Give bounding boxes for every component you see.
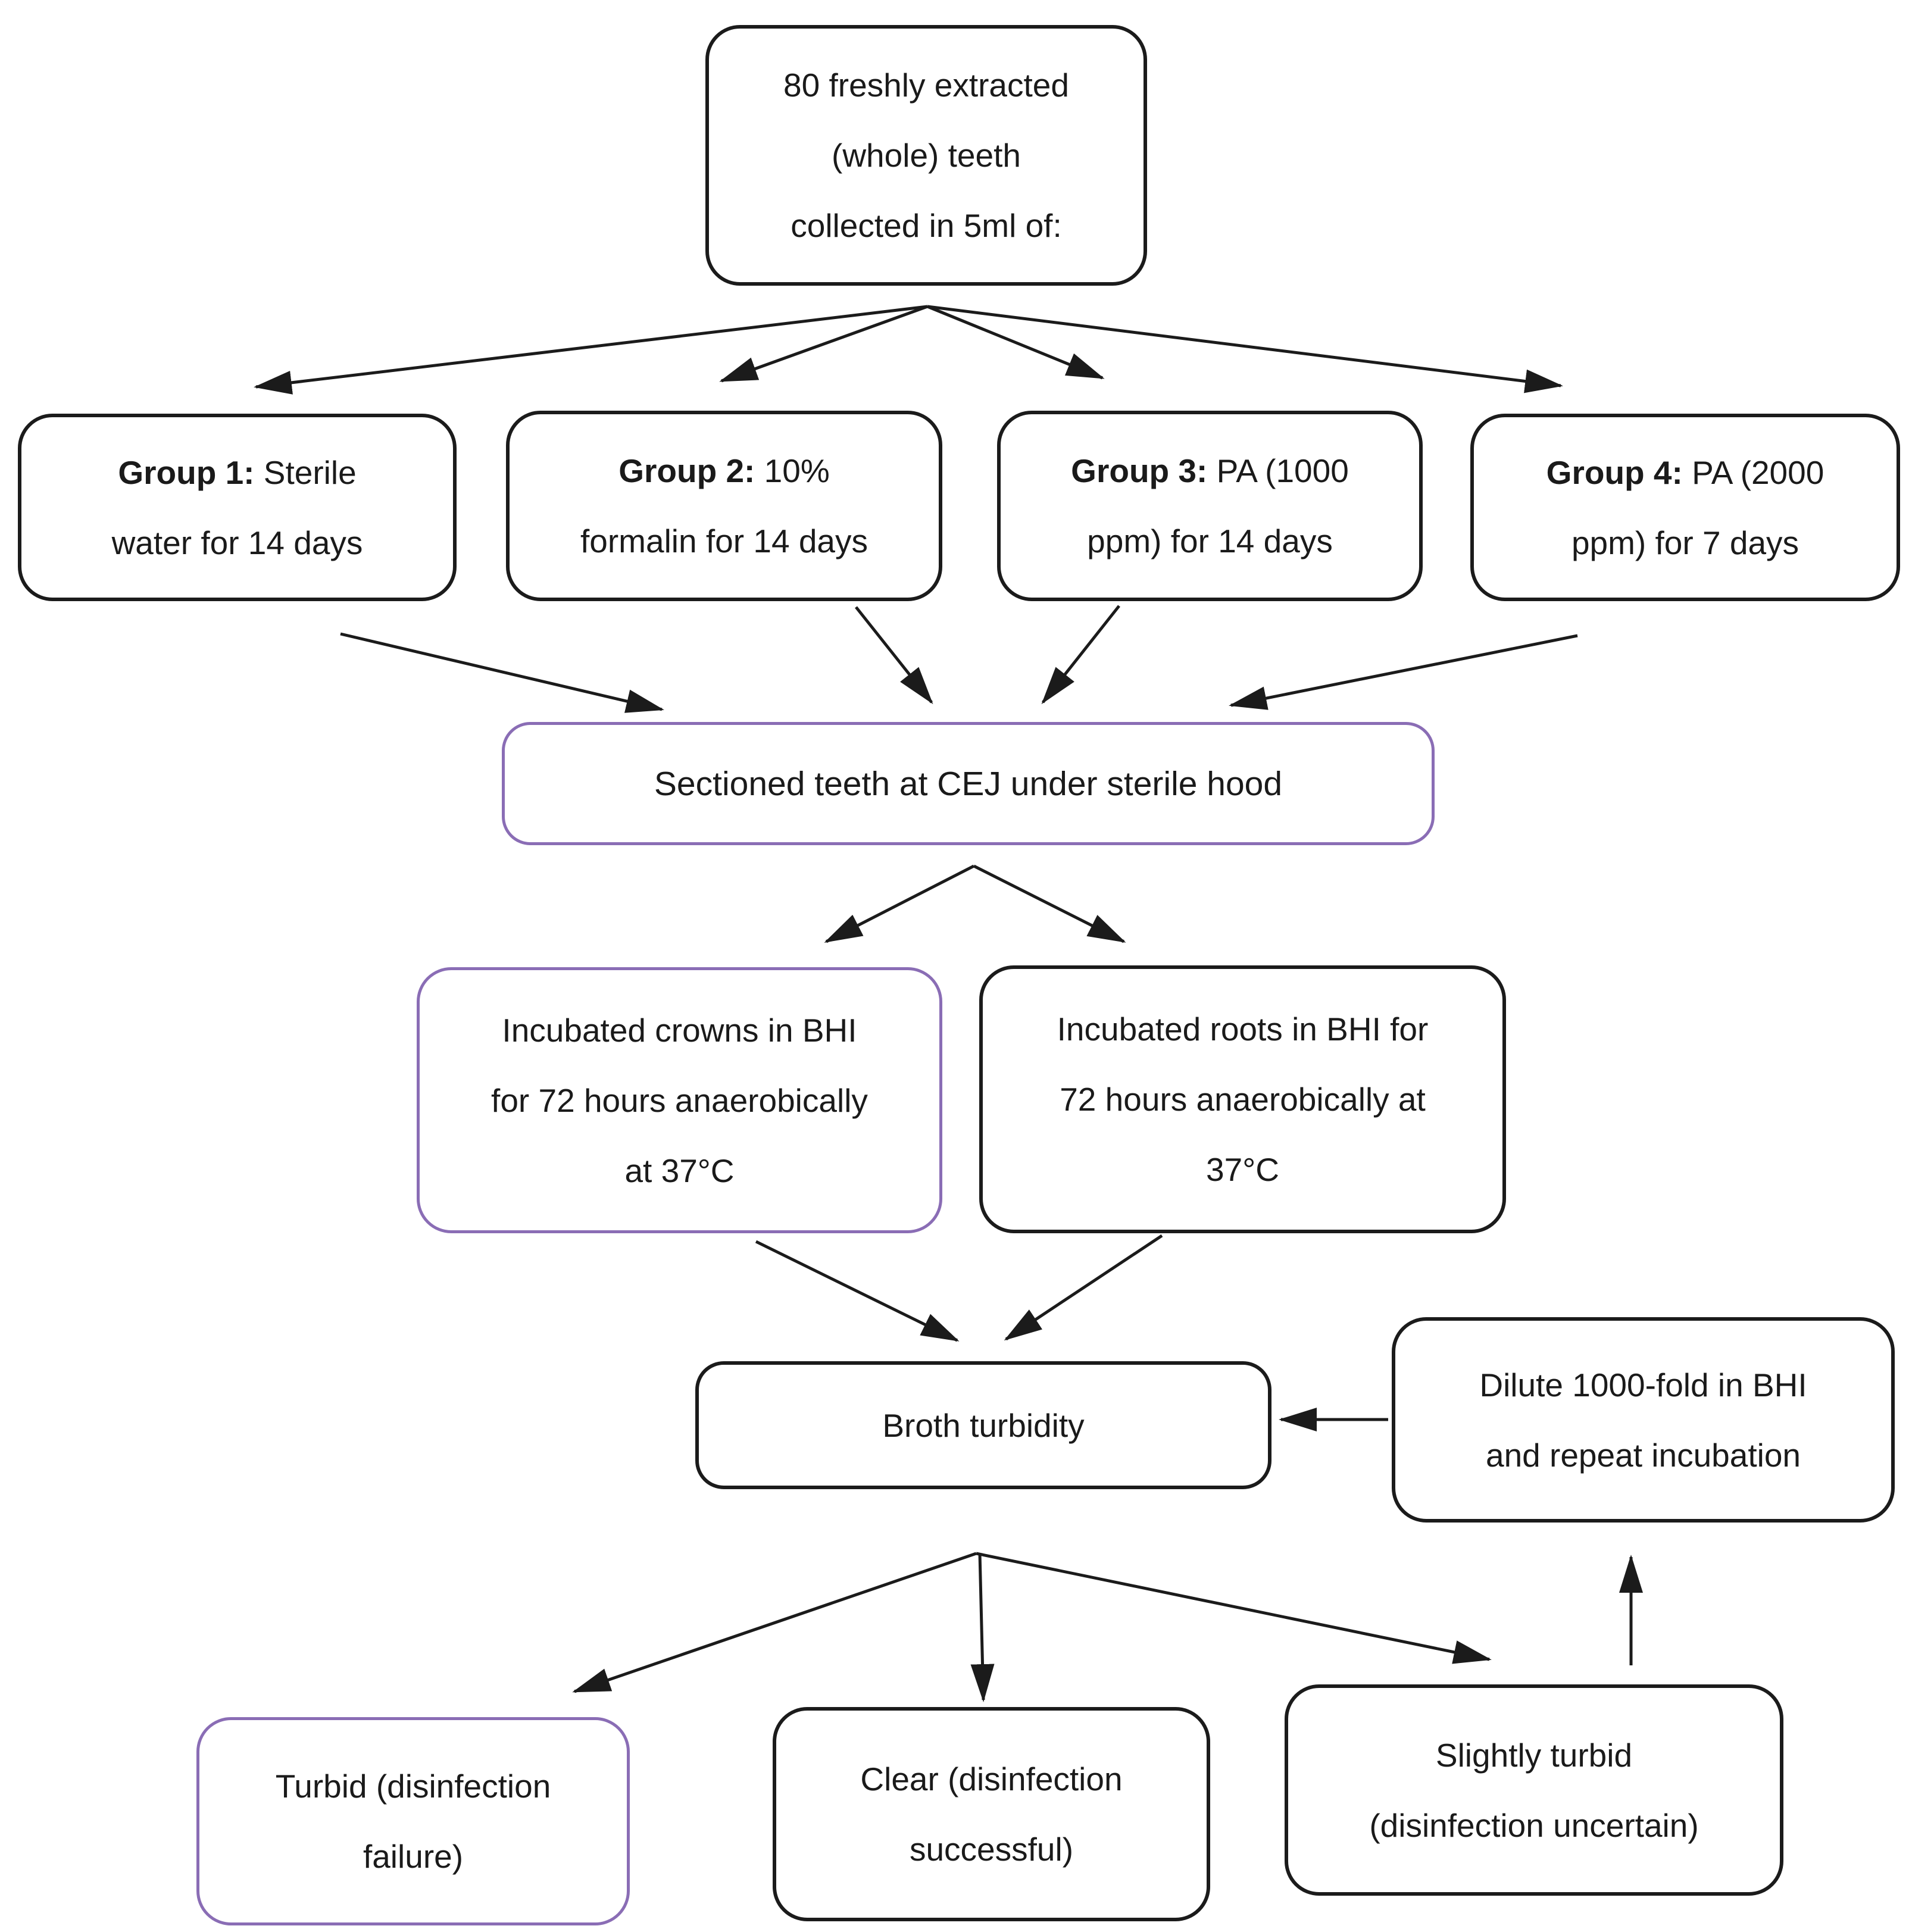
arrow-group2-to-sectioned	[855, 606, 933, 705]
arrow-start-to-group4	[927, 305, 1563, 393]
node-text-line: ppm) for 7 days	[1571, 524, 1799, 561]
node-text-line: 80 freshly extracted	[783, 67, 1069, 104]
group-label: Group 1:	[118, 454, 255, 491]
arrow-sectioned-to-crowns	[824, 864, 975, 943]
arrow-crowns-to-broth	[755, 1240, 960, 1342]
node-group-3: Group 3: PA (1000 ppm) for 14 days	[997, 411, 1423, 601]
node-text-line: (disinfection uncertain)	[1369, 1806, 1699, 1844]
node-text-line: Group 3: PA (1000	[1071, 452, 1349, 489]
arrow-group4-to-sectioned	[1229, 634, 1578, 710]
node-text-line: water for 14 days	[111, 524, 363, 561]
node-start: 80 freshly extracted (whole) teeth colle…	[705, 25, 1147, 286]
node-text-line: successful)	[909, 1831, 1074, 1868]
arrow-broth-to-clear	[970, 1553, 995, 1702]
node-text-line: Sectioned teeth at CEJ under sterile hoo…	[654, 764, 1283, 803]
node-dilute: Dilute 1000-fold in BHI and repeat incub…	[1392, 1317, 1895, 1523]
node-text-line: Slightly turbid	[1435, 1736, 1633, 1774]
node-text-line: Incubated crowns in BHI	[502, 1011, 857, 1049]
arrow-roots-to-broth	[1004, 1234, 1163, 1341]
node-turbid: Turbid (disinfection failure)	[196, 1717, 630, 1925]
arrow-group3-to-sectioned	[1041, 605, 1120, 705]
node-group-2: Group 2: 10% formalin for 14 days	[506, 411, 942, 601]
node-text-line: ppm) for 14 days	[1087, 523, 1333, 559]
node-text-line: Turbid (disinfection	[275, 1768, 551, 1805]
node-clear: Clear (disinfection successful)	[773, 1707, 1210, 1921]
node-text-line: Incubated roots in BHI for	[1057, 1011, 1429, 1048]
arrow-start-to-group1	[254, 305, 928, 395]
node-text-line: Dilute 1000-fold in BHI	[1479, 1366, 1807, 1403]
node-text-line: Group 2: 10%	[618, 452, 830, 489]
node-text-line: formalin for 14 days	[580, 523, 868, 559]
node-text-line: collected in 5ml of:	[791, 207, 1062, 244]
node-sectioned: Sectioned teeth at CEJ under sterile hoo…	[502, 722, 1435, 845]
node-group-4: Group 4: PA (2000 ppm) for 7 days	[1470, 414, 1900, 601]
node-text-line: Clear (disinfection	[860, 1761, 1123, 1797]
node-text-line: and repeat incubation	[1485, 1436, 1801, 1474]
arrow-broth-to-slightly	[976, 1552, 1492, 1664]
group-label: Group 4:	[1546, 454, 1683, 491]
node-text-line: for 72 hours anaerobically	[491, 1081, 868, 1119]
arrow-start-to-group3	[927, 305, 1105, 380]
node-text-line: at 37°C	[624, 1152, 735, 1189]
node-text-line: failure)	[363, 1838, 464, 1875]
node-text-line: Broth turbidity	[882, 1406, 1085, 1444]
node-broth-turbidity: Broth turbidity	[695, 1361, 1271, 1489]
node-slightly-turbid: Slightly turbid (disinfection uncertain)	[1285, 1684, 1783, 1896]
group-label: Group 3:	[1071, 452, 1208, 489]
node-text-line: Group 4: PA (2000	[1546, 454, 1824, 491]
arrow-broth-to-turbid	[572, 1552, 977, 1693]
arrow-start-to-group2	[719, 305, 928, 383]
node-group-1: Group 1: Sterile water for 14 days	[18, 414, 457, 601]
node-roots: Incubated roots in BHI for 72 hours anae…	[979, 965, 1506, 1233]
node-text-line: (whole) teeth	[832, 137, 1021, 174]
arrow-sectioned-to-roots	[973, 864, 1126, 943]
group-label: Group 2:	[618, 452, 755, 489]
node-crowns: Incubated crowns in BHI for 72 hours ana…	[417, 967, 942, 1233]
node-text-line: 37°C	[1206, 1151, 1279, 1188]
node-text-line: 72 hours anaerobically at	[1060, 1081, 1426, 1118]
arrow-group1-to-sectioned	[340, 632, 664, 713]
node-text-line: Group 1: Sterile	[118, 454, 357, 491]
